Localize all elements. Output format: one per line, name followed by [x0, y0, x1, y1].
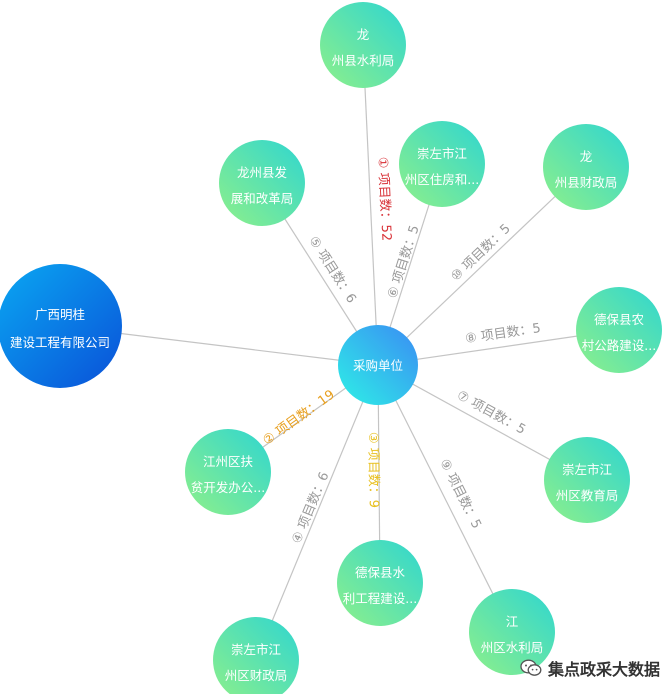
node-center[interactable]: 采购单位 [338, 325, 418, 405]
node-label-line: 龙 [580, 149, 593, 164]
node-n2[interactable]: 江州区扶贫开发办公... [185, 429, 271, 515]
node-label-line: 州区水利局 [481, 640, 544, 655]
node-circle [544, 437, 630, 523]
node-label-line: 崇左市江 [562, 462, 612, 477]
company-label-line: 建设工程有限公司 [10, 335, 110, 350]
node-label-line: 龙 [357, 27, 370, 42]
edge-n9 [377, 364, 513, 633]
node-label-line: 州县财政局 [555, 175, 618, 190]
node-circle [219, 140, 305, 226]
node-circle [543, 124, 629, 210]
node-label-line: 德保县水 [355, 565, 406, 580]
node-n3[interactable]: 德保县水利工程建设... [337, 540, 423, 626]
node-circle [399, 121, 485, 207]
edge-label-n1: ① 项目数：52 [375, 157, 394, 242]
node-n6[interactable]: 崇左市江州区住房和... [399, 121, 485, 207]
watermark: 集点政采大数据 [520, 656, 660, 680]
node-circle [337, 540, 423, 626]
node-label-line: 德保县农 [594, 312, 645, 327]
edge-n4 [255, 364, 379, 661]
center-circle [338, 325, 418, 405]
node-label-line: 利工程建设... [343, 591, 417, 606]
node-label-line: 崇左市江 [231, 642, 281, 657]
node-label-line: 龙州县发 [237, 165, 288, 180]
node-label-line: 村公路建设... [582, 338, 656, 353]
node-circle [576, 287, 662, 373]
edge-label-n2: ② 项目数：19 [260, 387, 337, 448]
edge-label-n5: ⑤ 项目数：6 [305, 234, 359, 306]
node-label-line: 江州区扶 [203, 454, 254, 469]
edge-label-n3: ③ 项目数：9 [365, 432, 381, 508]
node-n8[interactable]: 德保县农村公路建设... [576, 287, 662, 373]
node-label-line: 州区财政局 [225, 668, 288, 683]
node-label-line: 崇左市江 [417, 146, 467, 161]
edge-label-n4: ④ 项目数：6 [290, 470, 333, 546]
node-circle [469, 589, 555, 675]
node-label-line: 展和改革局 [231, 191, 294, 206]
edge-label-n10: ⑩ 项目数：5 [448, 221, 513, 284]
company-circle [0, 264, 122, 388]
node-circle [320, 2, 406, 88]
company-label-line: 广西明桂 [35, 307, 85, 322]
node-circle [185, 429, 271, 515]
edge-n1 [362, 44, 379, 366]
node-label-line: 贫开发办公... [191, 480, 265, 495]
node-label-line: 州区教育局 [556, 488, 619, 503]
node-label-line: 州县水利局 [332, 53, 395, 68]
center-label: 采购单位 [353, 358, 403, 373]
node-circle [213, 617, 299, 694]
edge-n10 [377, 166, 587, 366]
watermark-text: 集点政采大数据 [547, 660, 660, 679]
node-label-line: 州区住房和... [405, 172, 479, 187]
node-label-line: 江 [506, 614, 519, 629]
wechat-icon [520, 659, 542, 676]
edges-layer [59, 44, 620, 661]
